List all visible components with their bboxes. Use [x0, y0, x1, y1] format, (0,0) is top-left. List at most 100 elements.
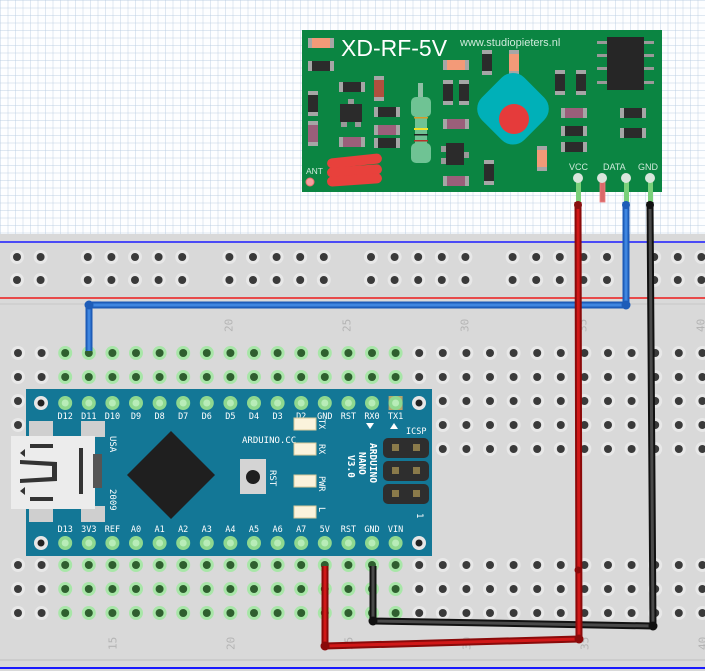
pin-label: D2 [296, 412, 306, 422]
smd-component [555, 70, 565, 95]
mcu-chip [127, 431, 215, 519]
inductor [411, 83, 431, 163]
pin-label: D6 [202, 412, 212, 422]
smd-component [484, 160, 494, 185]
vcc-wire-bend[interactable] [574, 634, 584, 644]
pin-label: D5 [225, 412, 235, 422]
wires [84, 201, 658, 651]
smd-component [339, 137, 365, 147]
led-rx [293, 442, 317, 456]
rf-pin-data[interactable] [597, 173, 607, 183]
smd-component [339, 82, 365, 92]
smd-component [308, 38, 334, 48]
antenna-label: ANT [306, 166, 323, 176]
pin-label: A7 [296, 525, 306, 535]
smd-component [374, 125, 400, 135]
data-wire-bend[interactable] [621, 300, 631, 310]
year-text: 2009 [107, 489, 117, 511]
pin-label: A1 [154, 525, 164, 535]
led-l [293, 505, 317, 519]
pin-label: A4 [225, 525, 235, 535]
rf-ic-chip [597, 37, 654, 90]
usb-connector [11, 421, 105, 522]
pin-label: A3 [202, 525, 212, 535]
rf-pin-gnd-1[interactable] [621, 173, 631, 183]
smd-component [482, 50, 492, 75]
smd-component [308, 91, 318, 116]
pin-label: GND [364, 525, 379, 535]
pin-label: D7 [178, 412, 188, 422]
pin-label: TX1 [388, 412, 403, 422]
arduino-cc-text: ARDUINO.CC [242, 436, 296, 446]
rf-receiver-module: XD-RF-5V www.studiopieters.nl [302, 30, 662, 203]
column-number: 20 [224, 637, 237, 650]
smd-component [443, 60, 469, 70]
smd-component [443, 119, 469, 129]
icsp-pin1-label: 1 [414, 513, 424, 518]
pin-label: REF [105, 525, 120, 535]
pin-label: D8 [154, 412, 164, 422]
smd-component [459, 80, 469, 105]
smd-component [537, 146, 547, 171]
led-label: TX [316, 419, 326, 430]
smd-component [509, 50, 519, 75]
pin-label: RST [341, 525, 356, 535]
rf-website: www.studiopieters.nl [459, 37, 560, 49]
rf-pins [573, 173, 655, 203]
transistor [340, 99, 362, 127]
antenna-coil [327, 153, 382, 187]
column-number: 40 [694, 319, 705, 332]
pin-label: VIN [388, 525, 403, 535]
pin-label: RST [341, 412, 356, 422]
gnd-wire-end[interactable] [646, 201, 654, 209]
pin-label: D11 [81, 412, 96, 422]
smd-component [443, 80, 453, 105]
smd-component [308, 61, 334, 71]
tx-arrow-icon [390, 423, 398, 429]
column-number: 15 [106, 637, 119, 650]
vcc-wire-end[interactable] [574, 201, 582, 209]
smd-component [374, 76, 384, 101]
smd-component [561, 126, 587, 136]
gnd-wire-bend[interactable] [648, 621, 658, 631]
gnd-wire-bend[interactable] [368, 616, 378, 626]
smd-component [620, 108, 646, 118]
pin-label: D10 [105, 412, 120, 422]
icsp-label: ICSP [406, 427, 426, 437]
smd-component [374, 138, 400, 148]
pin-label: D13 [58, 525, 73, 535]
transistor [441, 143, 469, 165]
pin-label: A6 [272, 525, 282, 535]
pin-label: A5 [249, 525, 259, 535]
smd-component [620, 128, 646, 138]
icsp-header [383, 438, 429, 504]
rx-arrow-icon [366, 423, 374, 429]
column-number: 40 [696, 637, 705, 650]
rf-pin-vcc[interactable] [573, 173, 583, 183]
smd-component [308, 121, 318, 146]
trimmer-screw[interactable] [499, 104, 529, 134]
smd-component [374, 107, 400, 117]
led-tx [293, 417, 317, 431]
vcc-wire-bend[interactable] [320, 641, 330, 651]
column-number: 25 [340, 319, 353, 332]
rf-pin-label-data: DATA [603, 162, 626, 172]
reset-label: RST [267, 470, 277, 487]
data-wire-end[interactable] [622, 201, 630, 209]
pin-label: GND [317, 412, 332, 422]
rf-pin-label-gnd: GND [638, 162, 659, 172]
led-pwr [293, 474, 317, 488]
reset-button-cap[interactable] [246, 470, 260, 484]
board-name-line-1: ARDUINO [367, 443, 378, 483]
antenna-pad[interactable] [305, 177, 315, 187]
pin-label: D12 [58, 412, 73, 422]
smd-components [308, 38, 646, 186]
data-wire-bend[interactable] [84, 300, 94, 310]
led-label: RX [316, 444, 326, 455]
usa-text: USA [107, 436, 117, 453]
smd-component [561, 108, 587, 118]
smd-component [561, 142, 587, 152]
rf-module-name: XD-RF-5V [341, 35, 448, 61]
rf-pin-gnd-2[interactable] [645, 173, 655, 183]
